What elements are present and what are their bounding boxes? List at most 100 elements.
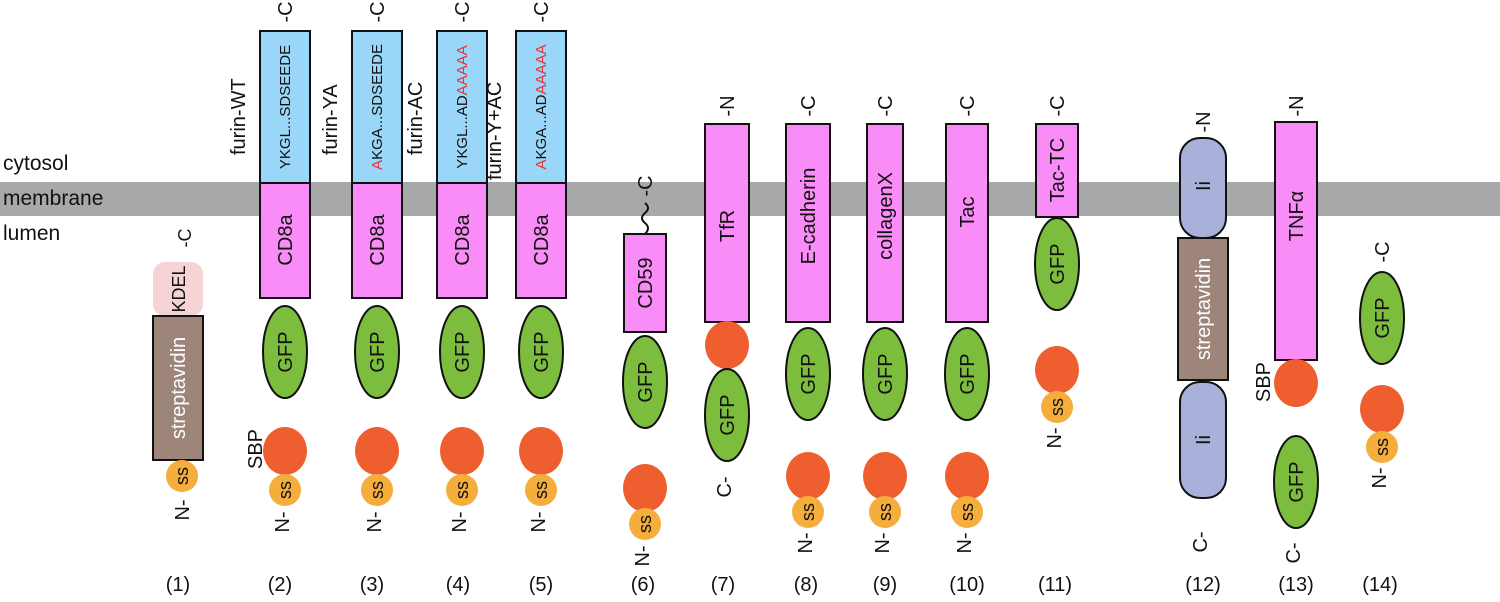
cytosol-label: cytosol	[3, 152, 68, 175]
c-term-label: -C	[957, 95, 979, 116]
construct-12: -N Ii streptavidin Ii C-	[1177, 111, 1229, 553]
cd8a-label: CD8a	[367, 214, 389, 266]
construct-number: (13)	[1278, 574, 1314, 596]
construct-number: (10)	[949, 574, 985, 596]
gfp-label: GFP	[367, 331, 389, 372]
ss-label: ss	[452, 481, 472, 499]
n-term-label: N-	[172, 499, 194, 520]
n-term-label: N-	[954, 532, 976, 553]
sbp-domain	[623, 464, 667, 512]
construct-1: KDEL -C streptavidin ss N-	[152, 229, 204, 521]
c-term-label: -C	[1372, 241, 1394, 262]
gfp-label: GFP	[635, 361, 657, 402]
tac-tc-label: Tac-TC	[1047, 138, 1069, 202]
construct-8: -C E-cadherin GFP ss N-	[785, 95, 831, 554]
cd8a-domain	[259, 182, 311, 299]
gpi-anchor-linker	[641, 202, 649, 235]
construct-number: (8)	[794, 574, 818, 596]
tac-label: Tac	[957, 196, 979, 227]
construct-6: -C CD59 GFP ss N-	[622, 175, 668, 567]
streptavidin-domain	[152, 315, 204, 461]
n-term-top-label: -N	[1193, 111, 1215, 132]
c-term-label: C-	[1283, 542, 1305, 563]
gfp-label: GFP	[531, 331, 553, 372]
tac-domain	[945, 123, 989, 323]
construct-number: (4)	[446, 574, 470, 596]
tfr-domain	[704, 123, 750, 323]
tail-sequence: AKGA...SDSEEDE	[369, 44, 386, 170]
c-term-label: -C	[635, 175, 657, 196]
c-term-label: -C	[452, 1, 474, 22]
sbp-domain	[1274, 359, 1318, 407]
cd59-label: CD59	[635, 257, 657, 308]
tail-sequence: YKGL...SDSEEDE	[277, 45, 294, 169]
construct-2: -C YKGL...SDSEEDE furin-WT CD8a GFP SBP …	[228, 1, 311, 533]
n-term-top-label: -N	[717, 95, 739, 116]
collagenx-label: collagenX	[875, 172, 897, 260]
kdel-label: KDEL	[169, 265, 189, 312]
n-term-top-label: -N	[1286, 95, 1308, 116]
construct-number: (7)	[711, 574, 735, 596]
ii-label-top: Ii	[1193, 181, 1215, 191]
construct-7: -N TfR GFP C-	[704, 95, 750, 498]
lumen-label: lumen	[3, 222, 60, 245]
construct-number: (1)	[166, 574, 190, 596]
streptavidin-label: streptavidin	[168, 337, 190, 439]
e-cadherin-domain	[785, 123, 831, 323]
construct-numbers: (1) (2) (3) (4) (5) (6) (7) (8) (9) (10)…	[166, 574, 1398, 596]
construct-4: -C YKGL...ADAAAAA furin-AC CD8a GFP ss N…	[405, 1, 488, 533]
construct-number: (5)	[529, 574, 553, 596]
ss-label: ss	[367, 481, 387, 499]
n-term-label: N-	[1044, 427, 1066, 448]
tac-tc-domain	[1035, 123, 1079, 218]
gfp-label: GFP	[1286, 461, 1308, 502]
ss-label: ss	[798, 503, 818, 521]
n-term-label: N-	[272, 511, 294, 532]
c-term-label: -C	[531, 1, 553, 22]
n-term-label: N-	[364, 511, 386, 532]
ss-label: ss	[1372, 438, 1392, 456]
n-term-label: N-	[632, 545, 654, 566]
n-term-label: N-	[872, 532, 894, 553]
ss-label: ss	[172, 467, 192, 485]
ss-label: ss	[635, 515, 655, 533]
sbp-domain	[786, 452, 830, 500]
construct-name: furin-Y+AC	[484, 82, 506, 180]
construct-number: (3)	[360, 574, 384, 596]
ss-label: ss	[875, 503, 895, 521]
n-term-label: N-	[1369, 467, 1391, 488]
c-term-label: C-	[1190, 531, 1212, 552]
c-term-label: -C	[367, 1, 389, 22]
collagenx-domain	[866, 123, 904, 323]
sbp-domain	[355, 427, 399, 475]
sbp-domain	[863, 452, 907, 500]
gfp-label: GFP	[275, 331, 297, 372]
construct-number: (6)	[631, 574, 655, 596]
kdel-tag	[153, 262, 203, 316]
sbp-domain	[263, 427, 307, 475]
ss-label: ss	[275, 481, 295, 499]
cd8a-domain	[515, 182, 567, 299]
n-term-label: N-	[528, 511, 550, 532]
gfp-label: GFP	[957, 353, 979, 394]
construct-10: -C Tac GFP ss N-	[944, 95, 990, 554]
cd59-domain	[623, 233, 667, 333]
tnfa-label: TNFα	[1286, 191, 1308, 241]
tail-sequence: AKGA...ADAAAAA	[533, 44, 550, 169]
tfr-label: TfR	[717, 210, 739, 242]
construct-9: -C collagenX GFP ss N-	[862, 95, 908, 554]
e-cadherin-label: E-cadherin	[798, 168, 820, 265]
c-term-label: -C	[875, 95, 897, 116]
cd8a-domain	[436, 182, 488, 299]
ii-label-bottom: Ii	[1193, 435, 1215, 445]
tail-sequence: YKGL...ADAAAAA	[454, 45, 471, 168]
streptavidin-domain	[1177, 237, 1229, 381]
gfp-label: GFP	[717, 394, 739, 435]
construct-11: -C Tac-TC GFP ss N-	[1034, 95, 1080, 449]
cd8a-label: CD8a	[452, 214, 474, 266]
c-term-label: -C	[798, 95, 820, 116]
ii-domain-bottom	[1179, 381, 1227, 499]
sbp-label: SBP	[245, 429, 267, 469]
gfp-label: GFP	[798, 353, 820, 394]
